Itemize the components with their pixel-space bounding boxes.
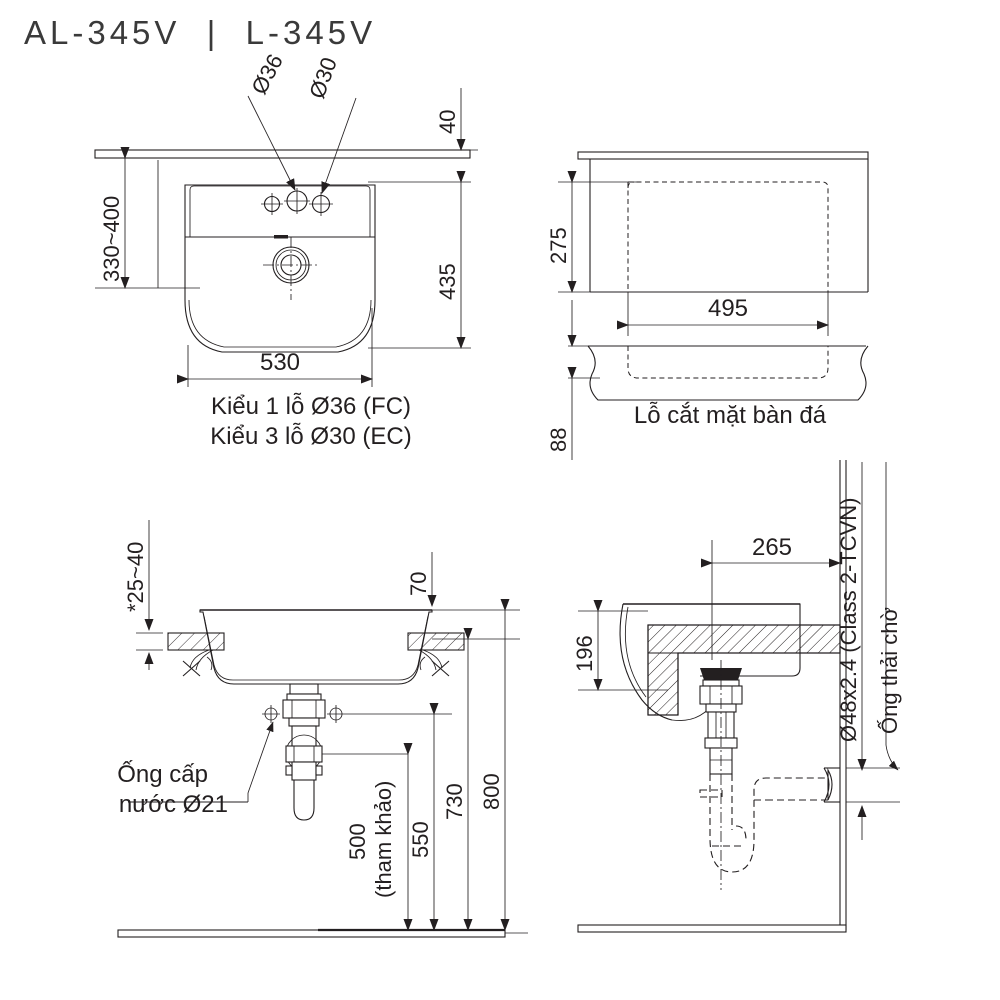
counter-slab (94, 149, 471, 159)
label-drain-pipe-spec: Ø48x2.4 (Class 2-TCVN) (836, 497, 861, 742)
callout-hole-30: Ø30 (304, 54, 357, 194)
callout-label-d36: Ø36 (246, 50, 288, 98)
dim-label-275: 275 (546, 227, 571, 264)
wall-vertical (839, 460, 847, 930)
basin-top-band (185, 185, 375, 239)
counter-slab-right (407, 632, 465, 651)
dim-basin-height-435: 435 (368, 171, 471, 349)
callout-hole-36: Ø36 (246, 50, 296, 191)
basin-side-profile (619, 603, 801, 721)
dim-cutout-depth-275: 275 (546, 171, 640, 293)
callout-label-d30: Ø30 (304, 54, 342, 102)
drain-outlet-plan (263, 237, 319, 300)
caption-top-left-line1: Kiểu 1 lỗ Ø36 (FC) (211, 393, 411, 420)
basin-outline (184, 184, 376, 353)
label-supply-line2: nước Ø21 (119, 791, 228, 818)
view-top-left-front-elevation: Ø36 Ø30 40 435 (94, 50, 478, 450)
dim-rim-height-800: 800 (479, 599, 510, 931)
counter-lower-section (568, 345, 869, 401)
label-supply-line1: Ống cấp (117, 760, 208, 788)
dim-basin-depth-196: 196 (572, 600, 668, 691)
dim-label-435: 435 (435, 263, 460, 300)
leader-supply-label (128, 721, 274, 803)
caption-top-right: Lỗ cắt mặt bàn đá (634, 402, 827, 429)
dim-label-70: 70 (406, 572, 431, 596)
dim-cutout-width-495: 495 (617, 292, 829, 336)
dim-label-550: 550 (408, 821, 433, 858)
dim-label-265: 265 (752, 534, 792, 561)
floor-line-bottom-left (117, 928, 528, 938)
supply-point-right (327, 705, 345, 723)
page-title: AL-345V | L-345V (24, 14, 377, 51)
dim-label-530: 530 (260, 349, 300, 376)
dim-outlet-marks (846, 767, 900, 840)
counter-slab-side (647, 624, 841, 716)
dim-label-500: 500 (345, 823, 370, 860)
drain-assembly-front (282, 683, 326, 821)
dim-label-40: 40 (435, 110, 460, 134)
counter-body (589, 159, 869, 293)
dim-label-495: 495 (708, 295, 748, 322)
floor-line-bottom-right (577, 924, 847, 933)
dim-lower-offset-88: 88 (546, 300, 577, 460)
p-trap-dashed (699, 660, 828, 890)
dim-label-730: 730 (442, 783, 467, 820)
dim-label-800: 800 (479, 773, 504, 810)
view-top-right-countertop-cutout: 275 495 88 (546, 151, 869, 460)
mounting-clamp-right (418, 649, 450, 677)
label-drain-pipe: Ø48x2.4 (Class 2-TCVN) Ống thải chờ (836, 462, 902, 771)
dim-supply-ref-500: 500 (tham khảo) (345, 743, 413, 931)
dim-counter-thickness-40: 40 (435, 88, 478, 151)
dim-label-196: 196 (572, 635, 597, 672)
dim-basin-width-530: 530 (177, 308, 373, 387)
caption-top-left-line2: Kiểu 3 lỗ Ø30 (EC) (210, 423, 411, 450)
counter-slab-left (167, 632, 225, 651)
basin-section-body (199, 609, 433, 685)
view-bottom-right-installation-side: 265 196 Ø48x2.4 (Class 2-TCVN) Ống thải … (572, 460, 902, 933)
label-drain-pipe-name: Ống thải chờ (876, 607, 902, 734)
dim-label-330-400: 330~400 (99, 196, 124, 282)
dim-front-to-drain-265: 265 (701, 534, 841, 660)
dim-label-25-40: *25~40 (123, 542, 148, 612)
dim-wall-offset-330-400: 330~400 (95, 147, 200, 289)
view-bottom-left-installation-front: Ống cấp nước Ø21 *25~40 70 (117, 520, 528, 938)
dim-trap-height-550: 550 (408, 703, 439, 931)
mounting-clamp-left (182, 649, 214, 677)
supply-point-left (262, 705, 280, 723)
wall-outlet-fitting (823, 767, 840, 803)
cutout-dashed-outline (627, 181, 829, 292)
faucet-holes (261, 188, 333, 216)
dim-rim-above-70: 70 (406, 552, 520, 611)
dim-label-500-note: (tham khảo) (371, 781, 396, 898)
dim-counter-thickness-25-40: *25~40 (123, 520, 163, 670)
dim-label-88: 88 (546, 428, 571, 452)
dim-basin-underside-730: 730 (442, 628, 473, 931)
